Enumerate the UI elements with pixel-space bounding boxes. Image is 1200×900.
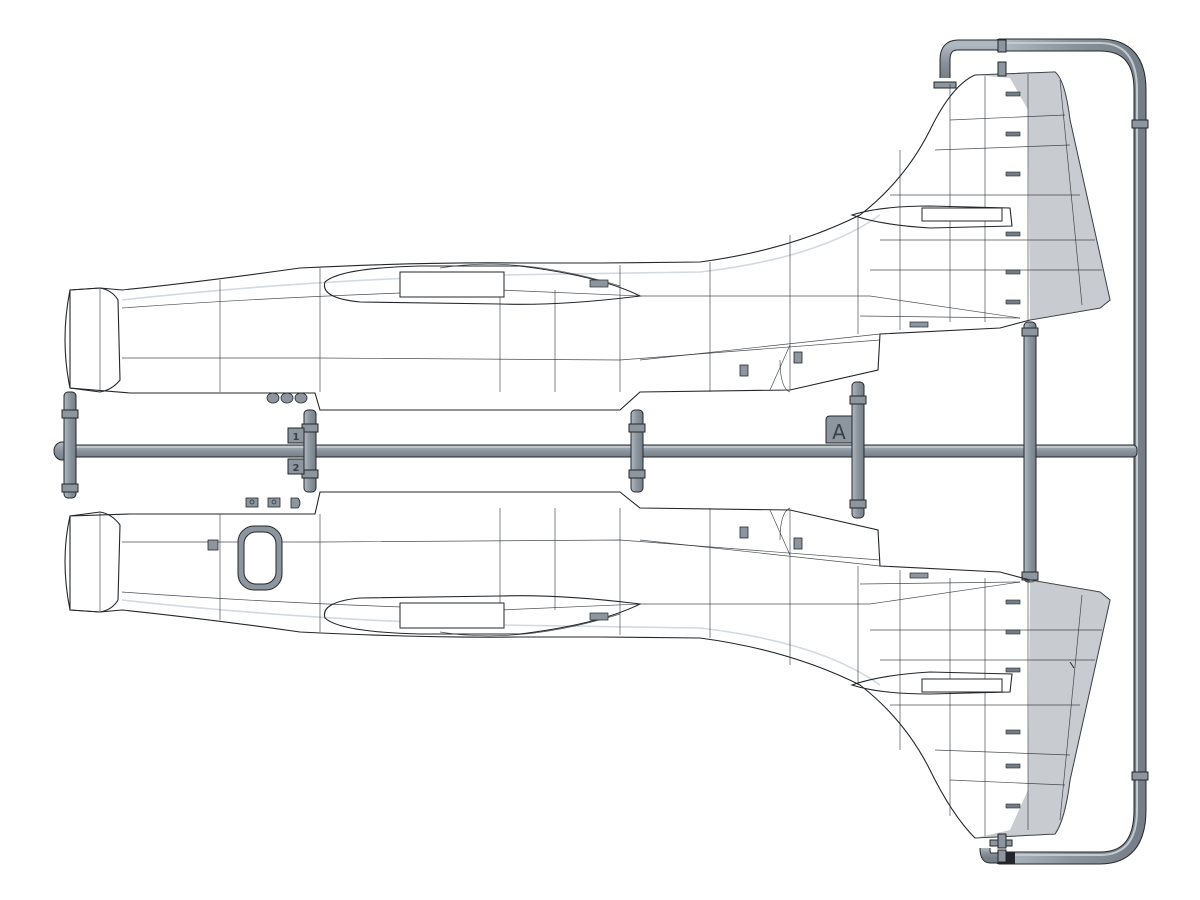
stabilizer-pod-1	[850, 205, 1013, 229]
gate-runners	[61, 321, 1039, 583]
fuselage-1-body	[69, 71, 1111, 411]
tail-rivet-marks-2	[1005, 599, 1021, 809]
canopy-2	[323, 595, 642, 635]
stabilizer-pod-2	[850, 671, 1013, 695]
part-number-tab-2: 2	[287, 458, 305, 475]
fuselage-half-1	[64, 61, 1111, 411]
fuselage-1-nose	[64, 287, 121, 393]
fuselage-2-nose	[64, 511, 121, 613]
svg-text:2: 2	[293, 463, 300, 474]
frame-runner	[933, 38, 1149, 865]
sprue-letter-tab: A	[825, 415, 853, 444]
main-runner	[53, 441, 1138, 461]
svg-text:1: 1	[293, 432, 300, 443]
stabilizer-slot-1	[921, 207, 1003, 222]
cockpit-slot-1	[399, 271, 505, 298]
fuselage-half-2	[64, 491, 1111, 849]
sprue-letter: A	[832, 420, 846, 444]
stabilizer-slot-2	[921, 678, 1003, 693]
canopy-1	[323, 265, 642, 305]
cockpit-slot-2	[399, 602, 505, 629]
tail-rivet-marks-1	[1005, 91, 1021, 305]
part-number-tab-1: 1	[287, 427, 305, 444]
fuselage-2-body	[69, 491, 1111, 839]
